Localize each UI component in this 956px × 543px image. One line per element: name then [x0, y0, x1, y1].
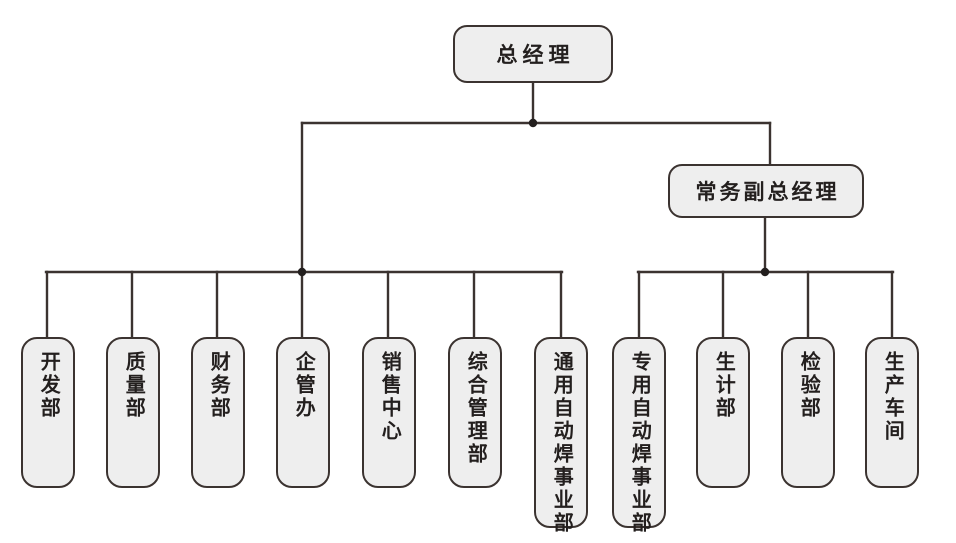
node-finance-department[interactable]: 财务部 [191, 337, 245, 488]
node-quality-department[interactable]: 质量部 [106, 337, 160, 488]
node-label: 开发部 [37, 351, 60, 420]
node-label: 检验部 [797, 351, 820, 420]
node-label: 生计部 [712, 351, 735, 420]
node-general-automatic-welding-division[interactable]: 通用自动焊事业部 [534, 337, 588, 535]
node-label: 销售中心 [378, 351, 401, 443]
node-general-management-department[interactable]: 综合管理部 [448, 337, 502, 488]
junction-dot-right [760, 267, 770, 277]
node-development-department[interactable]: 开发部 [21, 337, 75, 488]
node-label: 质量部 [122, 351, 145, 420]
node-label: 企管办 [292, 351, 315, 420]
node-special-automatic-welding-division[interactable]: 专用自动焊事业部 [612, 337, 666, 535]
node-production-planning-department[interactable]: 生计部 [696, 337, 750, 488]
node-enterprise-management-office[interactable]: 企管办 [276, 337, 330, 488]
junction-dot-main [528, 118, 538, 128]
node-label: 通用自动焊事业部 [550, 351, 573, 535]
node-sales-center[interactable]: 销售中心 [362, 337, 416, 488]
node-label: 综合管理部 [464, 351, 487, 466]
node-production-workshop[interactable]: 生产车间 [865, 337, 919, 488]
node-label: 财务部 [207, 351, 230, 420]
node-general-manager[interactable]: 总经理 [453, 25, 613, 83]
node-label: 总经理 [496, 44, 575, 67]
node-label: 常务副总经理 [695, 181, 840, 204]
node-label: 生产车间 [881, 351, 904, 443]
node-label: 专用自动焊事业部 [628, 351, 651, 535]
node-executive-deputy-general-manager[interactable]: 常务副总经理 [668, 164, 864, 218]
node-inspection-department[interactable]: 检验部 [781, 337, 835, 488]
junction-dot-left [297, 267, 307, 277]
